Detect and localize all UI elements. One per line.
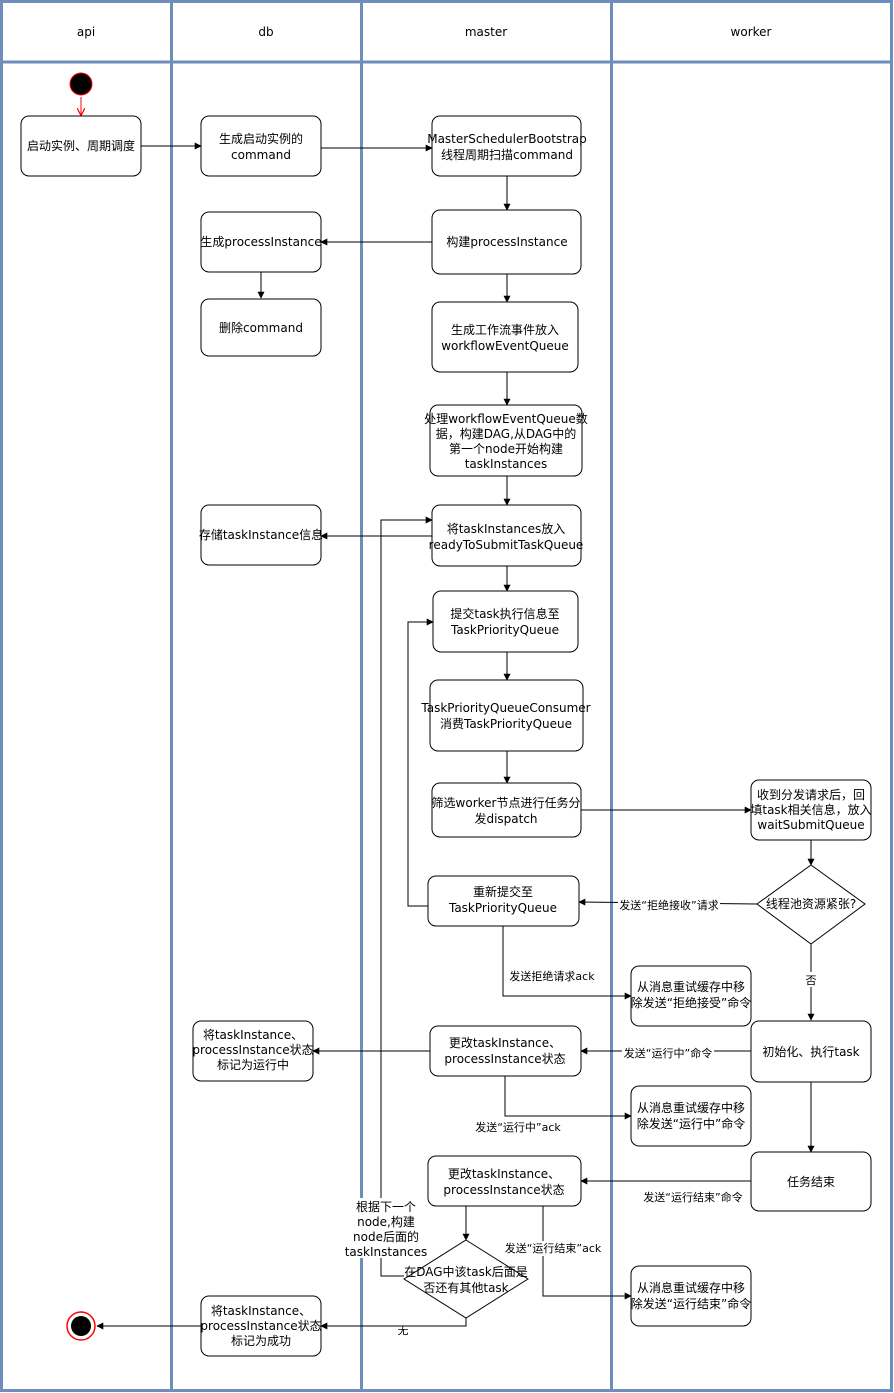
label-update-state-1: 更改taskInstance、processInstance状态 [444, 1036, 565, 1066]
box-remove-running [630, 1085, 752, 1147]
label-dispatch: 筛选worker节点进行任务分发dispatch [432, 795, 581, 826]
edge-label-send-end: 发送“运行结束”命令 [643, 1190, 742, 1204]
box-mark-running [192, 1020, 314, 1082]
edge-label-send-running: 发送“运行中”命令 [624, 1046, 712, 1060]
edge-resubmit-to-removereject [502, 926, 632, 1000]
label-del-command: 删除command [219, 320, 303, 335]
edge-diamond-to-success [320, 1318, 467, 1330]
edge-label-no-busy: 否 [806, 974, 817, 987]
label-build-pi: 构建processInstance [446, 234, 567, 249]
label-store-ti: 存储taskInstance信息 [199, 527, 323, 542]
box-remove-reject [630, 965, 752, 1027]
box-update-state-2 [427, 1155, 582, 1207]
lane-label-worker: worker [731, 25, 772, 39]
edge-label-no-next: 无 [398, 1324, 409, 1337]
box-recv-dispatch [750, 779, 872, 841]
edge-update2-to-removeend [542, 1206, 632, 1300]
box-del-command [200, 298, 322, 357]
edge-labels: 发送“拒绝接收”请求 否 发送拒绝请求ack 发送“运行中”命令 发送“运行中”… [345, 897, 819, 1337]
box-update-state-1 [429, 1025, 582, 1077]
process-boxes [20, 115, 872, 1357]
box-start-instance [20, 115, 142, 177]
box-put-ready [431, 504, 582, 567]
lane-worker [610, 0, 893, 1392]
box-submit-tpq [432, 590, 579, 653]
edges [81, 97, 815, 1330]
label-mark-running: 将taskInstance、processInstance状态标记为运行中 [192, 1028, 313, 1072]
lane-label-master: master [465, 25, 507, 39]
box-dispatch [431, 782, 582, 838]
box-task-end [750, 1151, 872, 1212]
box-resubmit [427, 875, 580, 927]
label-mark-success: 将taskInstance、processInstance状态标记为成功 [200, 1304, 321, 1348]
box-build-pi [431, 209, 582, 275]
label-update-state-2: 更改taskInstance、processInstance状态 [443, 1167, 564, 1197]
label-remove-reject: 从消息重试缓存中移除发送“拒绝接受”命令 [631, 979, 751, 1010]
box-init-exec [750, 1020, 872, 1083]
label-remove-running: 从消息重试缓存中移除发送“运行中”命令 [637, 1100, 745, 1131]
box-gen-event [431, 301, 579, 373]
label-task-end: 任务结束 [787, 1174, 835, 1189]
label-pool-busy: 线程池资源紧张? [766, 896, 856, 911]
start-node [69, 72, 93, 96]
box-mark-success [200, 1295, 322, 1357]
lane-db [170, 0, 363, 1392]
label-has-next: 在DAG中该task后面是否还有其他task [404, 1264, 528, 1295]
box-remove-end [630, 1265, 752, 1327]
label-init-exec: 初始化、执行task [762, 1045, 859, 1059]
label-gen-pi: 生成processInstance [200, 235, 321, 249]
edge-resubmit-loop [407, 618, 434, 907]
decision-has-next [403, 1239, 529, 1319]
label-handle-event: 处理workflowEventQueue数据，构建DAG,从DAG中的第一个no… [424, 411, 588, 471]
lane-label-api: api [77, 25, 95, 39]
box-store-ti [200, 504, 322, 566]
box-gen-pi [200, 211, 322, 273]
lane-label-db: db [258, 25, 273, 39]
lane-api [0, 0, 173, 1392]
label-remove-end: 从消息重试缓存中移除发送“运行结束”命令 [631, 1280, 751, 1311]
end-node [71, 1316, 91, 1336]
decision-pool-busy [756, 864, 866, 945]
label-start-instance: 启动实例、周期调度 [27, 138, 135, 153]
edge-update1-to-removerunning [504, 1076, 632, 1120]
edge-next-loop [380, 516, 433, 1277]
edge-label-send-running-ack: 发送“运行中”ack [475, 1120, 561, 1134]
edge-label-send-end-ack: 发送“运行结束”ack [505, 1241, 602, 1255]
end-node-ring [66, 1311, 96, 1341]
box-scan-command [431, 115, 582, 177]
box-handle-event [429, 404, 583, 477]
box-consumer [429, 679, 584, 752]
edge-label-send-reject: 发送“拒绝接收”请求 [619, 898, 718, 912]
box-gen-command [200, 115, 322, 177]
edge-label-send-reject-ack: 发送拒绝请求ack [509, 969, 595, 983]
terminals [66, 72, 96, 1341]
